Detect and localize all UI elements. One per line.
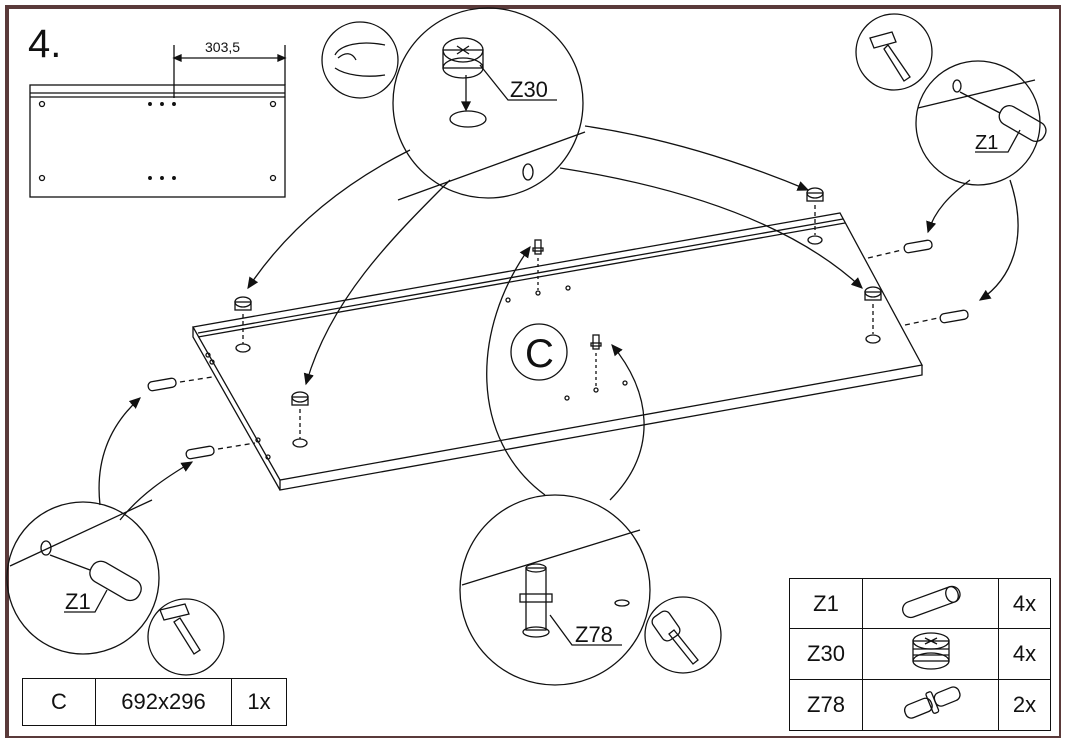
- hardware-row: Z30 4x: [789, 628, 1051, 680]
- sheet-border: [5, 5, 1061, 738]
- detail-circle-cam: [392, 7, 586, 201]
- hardware-code: Z1: [789, 578, 863, 629]
- detail-circle-dowel-bottom-left: [6, 499, 160, 655]
- shelf-pin-parts: [532, 239, 602, 387]
- detail-circle-shelf-pin: [459, 494, 651, 686]
- panel-part: C: [22, 678, 96, 726]
- callout-z1-top: Z1: [975, 132, 998, 154]
- hardware-row: Z78 2x: [789, 679, 1051, 731]
- detail-circle-dowel-top-right: [915, 60, 1047, 186]
- cam-lock-icon: [862, 628, 999, 680]
- detail-circle-hammer-top: [855, 13, 933, 91]
- panel-size: 692x296: [95, 678, 232, 726]
- flow-arrows: [98, 125, 1019, 521]
- panel-table: C 692x296 1x: [22, 678, 287, 726]
- hardware-table: Z1 4x Z30 4x Z78 2x: [789, 578, 1051, 731]
- step-number: 4.: [28, 22, 62, 66]
- panel-qty: 1x: [231, 678, 287, 726]
- hardware-code: Z30: [789, 628, 863, 680]
- callout-z1-bottom: Z1: [65, 589, 91, 614]
- dowel-icon: [862, 578, 999, 629]
- detail-circle-hammer-bottom-left: [147, 598, 225, 676]
- callout-z30: Z30: [510, 77, 548, 102]
- detail-circle-mallet: [644, 596, 722, 674]
- part-c-circle: [510, 323, 568, 381]
- hardware-qty: 4x: [998, 628, 1051, 680]
- hardware-qty: 2x: [998, 679, 1051, 731]
- dowel-parts: [147, 239, 969, 460]
- hardware-row: Z1 4x: [789, 578, 1051, 629]
- hardware-code: Z78: [789, 679, 863, 731]
- detail-circle-finger: [321, 21, 399, 99]
- callout-z78: Z78: [575, 622, 613, 647]
- shelf-pin-icon: [862, 679, 999, 731]
- panel-top-view: [29, 45, 287, 198]
- hardware-qty: 4x: [998, 578, 1051, 629]
- cam-lock-parts: [234, 187, 882, 439]
- part-c-label: C: [525, 332, 554, 376]
- dimension-label: 303,5: [205, 39, 240, 55]
- panel-c: [191, 212, 923, 491]
